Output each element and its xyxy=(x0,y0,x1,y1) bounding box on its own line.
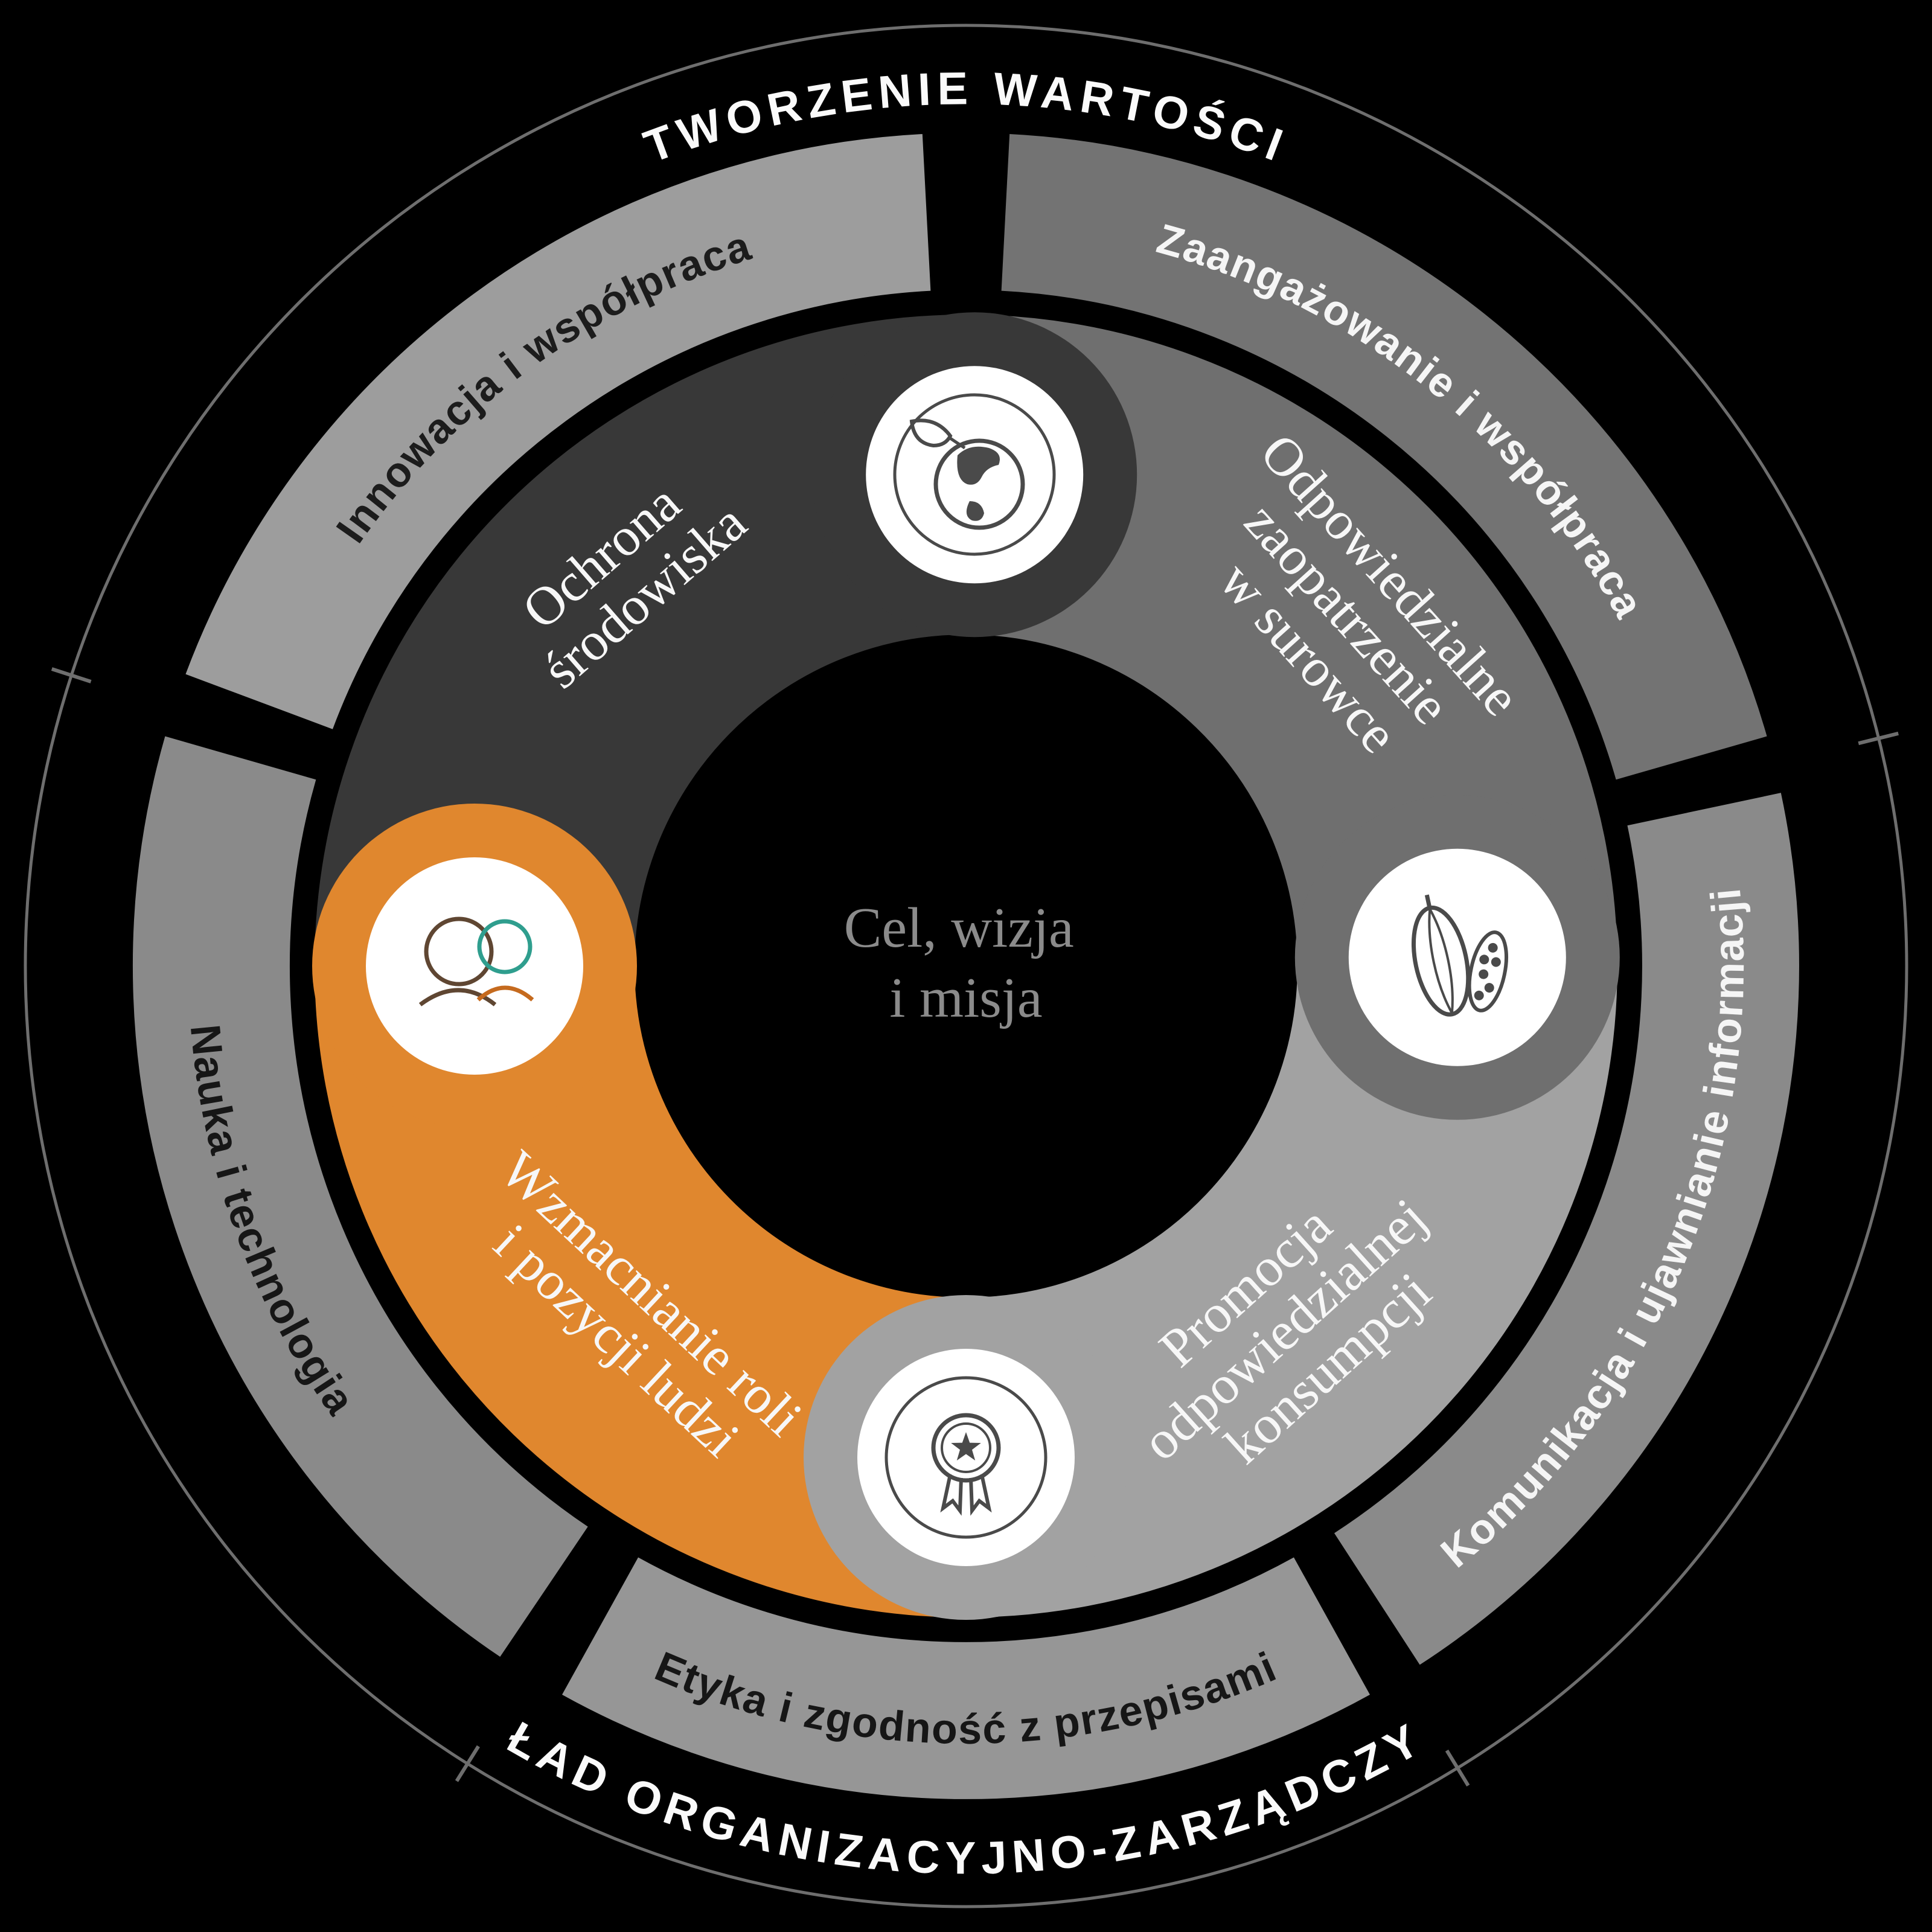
middle-segment-zaangazowanie xyxy=(1001,133,1767,780)
outer-boundary-circle xyxy=(24,24,1908,1908)
globe-leaf-icon xyxy=(893,393,1056,556)
middle-segment-komunikacja xyxy=(1334,793,1799,1665)
ring-divider-tick xyxy=(1445,1749,1470,1786)
award-ribbon-icon xyxy=(884,1376,1048,1539)
ring-divider-ticks xyxy=(51,667,1899,1786)
center-purpose-text: Cel, wizja i misja xyxy=(844,897,1089,1029)
icon-disc-zaopatrzenie xyxy=(1348,848,1566,1066)
middle-segment-nauka xyxy=(132,736,588,1657)
middle-segment-innowacja xyxy=(185,133,931,729)
two-people-icon xyxy=(418,916,534,1006)
ring-divider-tick xyxy=(455,1745,480,1782)
icon-disc-ludzie xyxy=(366,857,583,1075)
icon-disc-konsumpcja xyxy=(857,1349,1075,1566)
middle-segment-etyka xyxy=(562,1557,1370,1799)
cocoa-pod-icon xyxy=(1411,894,1508,1017)
outer-title-top: TWORZENIE WARTOŚCI xyxy=(638,63,1295,173)
ring-divider-tick xyxy=(51,667,92,683)
ring-divider-tick xyxy=(1858,731,1899,746)
